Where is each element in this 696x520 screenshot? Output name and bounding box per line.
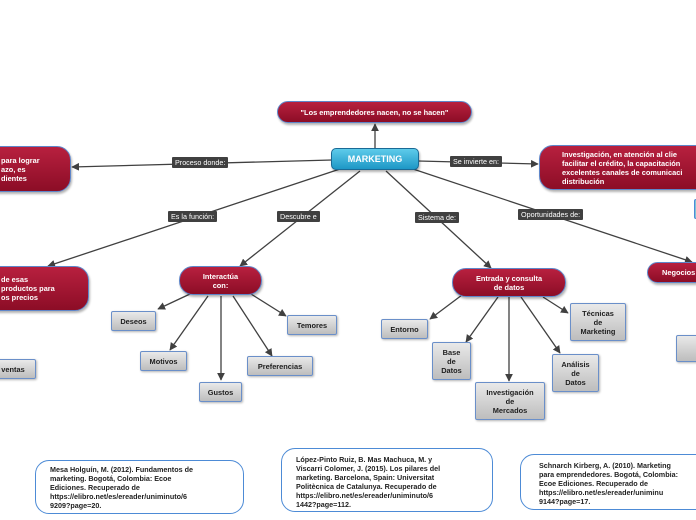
node-preferencias[interactable]: Preferencias	[247, 356, 313, 376]
node-tecnicas-marketing[interactable]: Técnicas de Marketing	[570, 303, 626, 341]
node-deseos[interactable]: Deseos	[111, 311, 156, 331]
partial-node-stub	[694, 199, 696, 219]
node-entorno[interactable]: Entorno	[381, 319, 428, 339]
edge-to-temores	[250, 293, 287, 317]
label-proceso-donde: Proceso donde:	[172, 157, 229, 168]
node-analisis-datos[interactable]: Análisis de Datos	[552, 354, 599, 392]
reference-lopez-pinto: López-Pinto Ruiz, B. Mas Machuca, M. y V…	[281, 448, 493, 512]
edge-to-base	[465, 296, 499, 343]
node-right-top[interactable]: Investigación, en atención al clie facil…	[539, 145, 696, 190]
node-negocios[interactable]: Negocios	[647, 262, 696, 283]
node-investigacion-mercados[interactable]: Investigación de Mercados	[475, 382, 545, 420]
node-base-datos[interactable]: Base de Datos	[432, 342, 471, 380]
label-oportunidades: Oportunidades de:	[518, 209, 584, 220]
node-motivos[interactable]: Motivos	[140, 351, 187, 371]
node-temores[interactable]: Temores	[287, 315, 337, 335]
edge-to-motivos	[169, 295, 209, 351]
partial-gray-node	[676, 335, 696, 362]
node-interactua[interactable]: Interactúa con:	[179, 266, 262, 295]
label-se-invierte: Se invierte en:	[450, 156, 502, 167]
node-ventas[interactable]: ventas	[0, 359, 36, 379]
edge-to-preferencias	[232, 295, 273, 357]
edge-to-tecnicas	[542, 296, 569, 314]
node-left-top[interactable]: para lograr azo, es dientes	[0, 146, 71, 192]
label-sistema-de: Sistema de:	[415, 212, 459, 223]
node-left-mid[interactable]: de esas productos para os precios	[0, 266, 89, 311]
label-descubre: Descubre e	[277, 211, 320, 222]
reference-schnarch: Schnarch Kirberg, A. (2010). Marketing p…	[520, 454, 696, 510]
label-es-la-funcion: Es la función:	[168, 211, 218, 222]
node-gustos[interactable]: Gustos	[199, 382, 242, 402]
reference-mesa-holguin: Mesa Holguín, M. (2012). Fundamentos de …	[35, 460, 244, 514]
central-node-marketing[interactable]: MARKETING	[331, 148, 419, 170]
node-top-quote[interactable]: "Los emprendedores nacen, no se hacen"	[277, 101, 472, 123]
edge-to-analisis	[520, 296, 561, 354]
node-entrada-datos[interactable]: Entrada y consulta de datos	[452, 268, 566, 297]
edge-to-entorno	[429, 294, 463, 320]
edge-to-deseos	[157, 293, 191, 310]
